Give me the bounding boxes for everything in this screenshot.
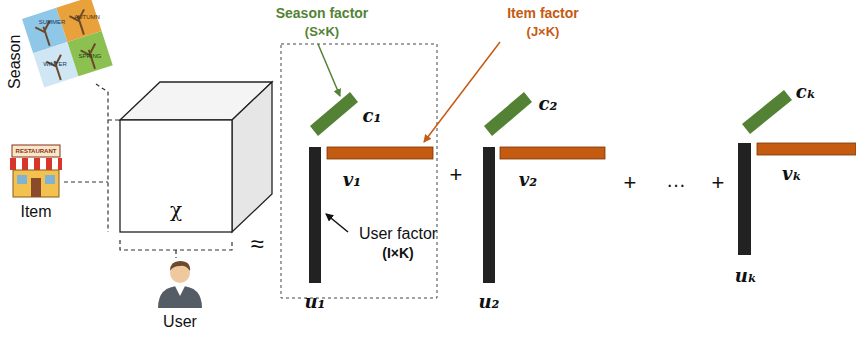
- factor-dimension: (I×K): [382, 246, 414, 261]
- axis-label: Item: [20, 203, 51, 221]
- icon-text: WINTER: [43, 61, 67, 68]
- season-icon: [22, 0, 113, 87]
- plus-sign: +: [712, 171, 725, 195]
- tensor-face: χ: [120, 120, 232, 232]
- factor-dimension: (J×K): [527, 25, 560, 39]
- factor-label: User factor: [359, 225, 437, 243]
- approx-sign: ≈: [250, 231, 263, 257]
- rank-one-component: [738, 90, 856, 255]
- leader-arrow: [424, 42, 500, 142]
- rank-one-component: [483, 92, 605, 283]
- leader-arrow: [326, 214, 348, 232]
- icon-text: SPRING: [78, 53, 101, 60]
- vector-name: c₂: [539, 94, 558, 114]
- icon-text: SUMMER: [39, 19, 66, 26]
- vector-name: uₖ: [735, 266, 758, 286]
- vector-name: u₁: [305, 292, 326, 312]
- vector-name: u₂: [479, 292, 500, 312]
- factor-label: Item factor: [507, 6, 579, 21]
- ellipsis: …: [666, 169, 686, 191]
- rank-one-component: [309, 92, 433, 283]
- icon-text: AUTUMN: [74, 14, 100, 21]
- plus-sign: +: [624, 171, 637, 195]
- tensor-symbol: χ: [170, 198, 182, 222]
- vector-name: v₂: [519, 170, 537, 190]
- axis-label: Season: [6, 35, 24, 89]
- user-icon: [158, 261, 202, 308]
- plus-sign: +: [450, 163, 463, 187]
- vector-name: cₖ: [796, 82, 816, 102]
- tensor-cube: [120, 82, 272, 232]
- factor-label: Season factor: [276, 6, 369, 21]
- icon-text: RESTAURANT: [16, 148, 57, 155]
- vector-name: vₖ: [782, 164, 802, 184]
- vector-name: c₁: [363, 106, 382, 126]
- axis-label: User: [163, 313, 197, 331]
- leader-arrow: [318, 44, 340, 96]
- vector-name: v₁: [343, 170, 361, 190]
- restaurant-icon: [10, 145, 62, 197]
- factor-dimension: (S×K): [305, 25, 339, 39]
- component-frame: [281, 44, 437, 298]
